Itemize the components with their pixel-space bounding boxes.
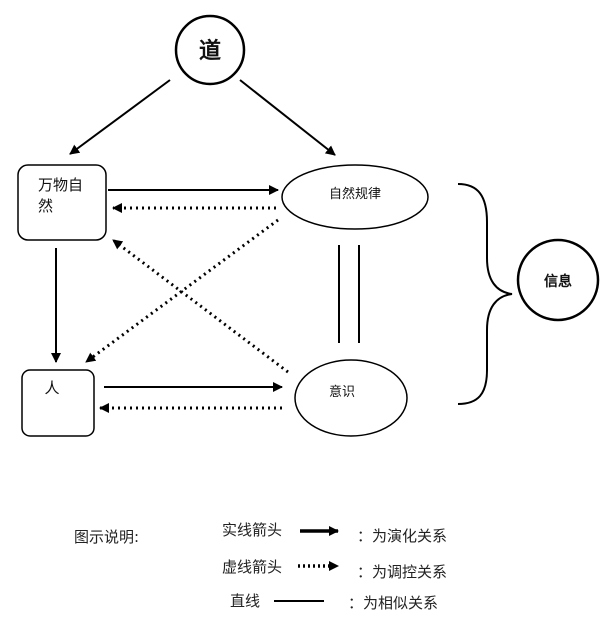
dotted-arrow-ziran-to-ren <box>85 218 279 364</box>
wanwu-ziran-label-line1: 万物自 <box>38 176 83 194</box>
dao-label: 道 <box>199 38 221 64</box>
legend-line-meaning: ：为相似关系 <box>348 594 439 612</box>
arrow-dao-to-wanwu <box>69 79 171 155</box>
yishi-node <box>294 359 408 437</box>
legend-solid-label: 实线箭头 <box>222 521 283 539</box>
arrow-dao-to-ziran <box>239 79 336 156</box>
xinxi-node <box>516 238 600 322</box>
yishi-label: 意识 <box>329 384 355 400</box>
xinxi-label: 信息 <box>544 273 572 290</box>
ziran-guilv-label: 自然规律 <box>329 186 381 202</box>
wanwu-ziran-label-line2: 然 <box>38 197 53 215</box>
grouping-brace <box>457 183 513 405</box>
legend-dotted-label: 虚线箭头 <box>222 558 283 576</box>
legend-title: 图示说明: <box>74 528 140 546</box>
ziran-guilv-node <box>281 164 429 230</box>
wanwu-ziran-node <box>17 164 107 241</box>
ren-node <box>21 369 95 437</box>
legend-solid-meaning: ：为演化关系 <box>357 527 448 545</box>
legend-line-label: 直线 <box>230 592 261 610</box>
dao-node <box>174 14 246 86</box>
ren-label: 人 <box>44 379 59 397</box>
dotted-arrow-yishi-to-wanwu <box>112 238 289 374</box>
legend-dotted-meaning: ：为调控关系 <box>357 563 448 581</box>
